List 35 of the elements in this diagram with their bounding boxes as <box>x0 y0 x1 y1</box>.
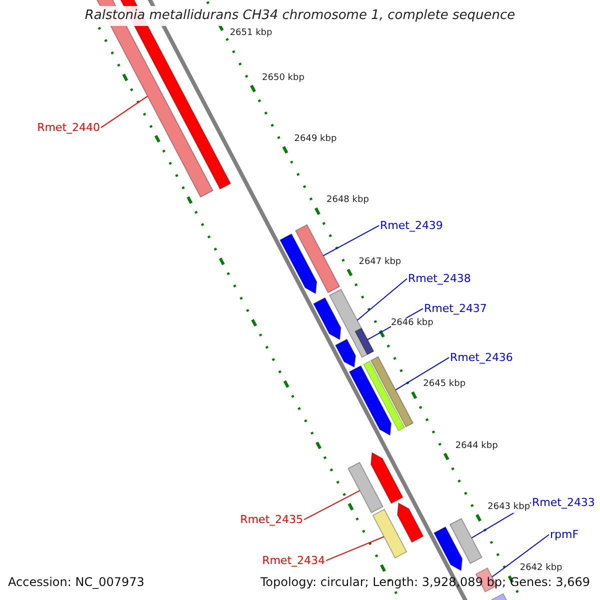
gene-bar <box>370 356 414 428</box>
scale-label: 2651 kbp <box>230 28 272 39</box>
gene-bar <box>449 518 483 564</box>
leader-line <box>100 96 148 128</box>
gene-label: Rmet_2437 <box>424 302 487 316</box>
scale-label: 2647 kbp <box>358 256 402 268</box>
gene-label: Rmet_2438 <box>408 272 471 286</box>
gene-bar <box>328 288 374 358</box>
leader-line <box>492 534 550 578</box>
gene-bar <box>354 328 374 356</box>
leader-line <box>356 278 408 321</box>
gene-label: Rmet_2440 <box>37 121 100 134</box>
scale-label: 2645 kbp <box>423 379 466 390</box>
scale-label: 2643 kbp <box>488 502 530 513</box>
scale-label: 2648 kbp <box>326 195 369 206</box>
gene-bar <box>294 224 340 294</box>
scale-label: 2650 kbp <box>262 72 304 84</box>
leader-line <box>395 357 450 390</box>
leader-line <box>322 225 380 256</box>
scale-label: 2649 kbp <box>294 134 337 145</box>
gene-bar <box>372 508 408 558</box>
gene-label: Rmet_2434 <box>262 554 325 568</box>
scale-label: 2646 kbp <box>390 318 434 329</box>
gene-label: Rmet_2439 <box>380 219 443 232</box>
gene-bar <box>347 462 384 514</box>
gene-label: Rmet_2435 <box>240 513 303 526</box>
scale-label: 2644 kbp <box>455 440 498 452</box>
leader-line <box>326 536 384 562</box>
scale-label: 2642 kbp <box>520 563 562 574</box>
gene-label: Rmet_2433 <box>532 496 595 510</box>
gene-label: Rmet_2436 <box>450 351 513 364</box>
leader-line <box>304 490 360 520</box>
summary-text: Topology: circular; Length: 3,928,089 bp; Genes: 3,669 <box>260 575 590 590</box>
gene-label: rpmF <box>550 528 579 542</box>
accession-text: Accession: NC_007973 <box>8 575 144 590</box>
